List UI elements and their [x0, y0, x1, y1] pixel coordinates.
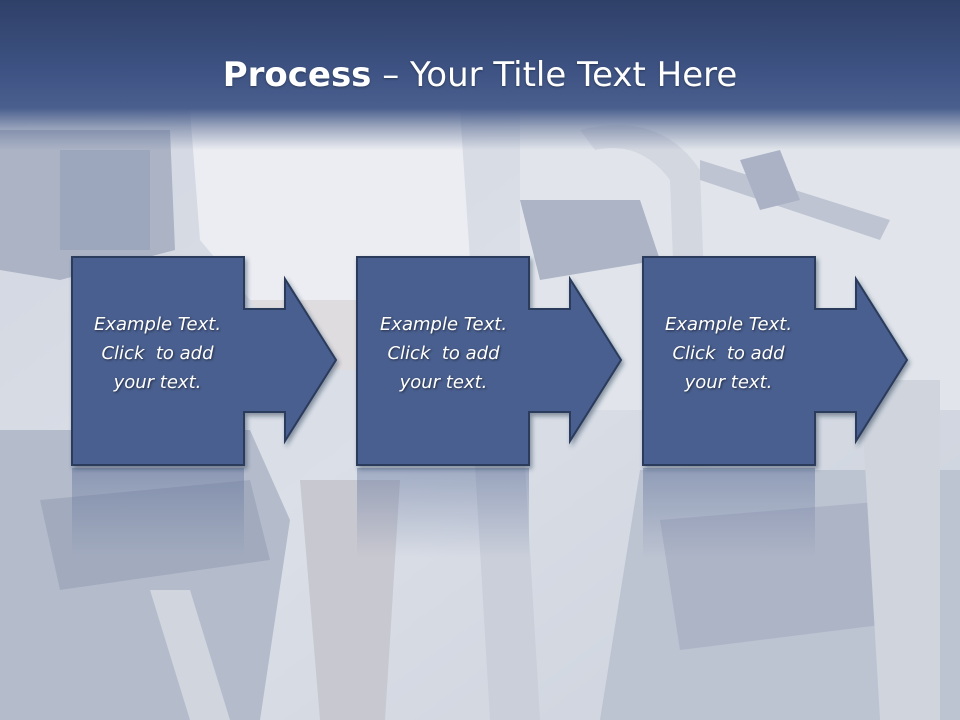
- step-1-line-1: Example Text.: [93, 314, 222, 335]
- step-2-line-1: Example Text.: [379, 314, 508, 335]
- step-3-line-3: your text.: [684, 372, 773, 393]
- step-2-line-2: Click to add: [387, 343, 500, 364]
- step-2-reflection: [357, 468, 529, 558]
- title-bar: [0, 0, 960, 150]
- step-2-shape[interactable]: [356, 256, 623, 466]
- step-3-reflection: [643, 468, 815, 558]
- step-2-text[interactable]: Example Text. Click to add your text.: [356, 310, 531, 397]
- step-2-line-3: your text.: [399, 372, 488, 393]
- step-1-line-3: your text.: [113, 372, 202, 393]
- step-1-text[interactable]: Example Text. Click to add your text.: [70, 310, 245, 397]
- title-rest: – Your Title Text Here: [371, 55, 738, 95]
- step-1-shape[interactable]: [71, 256, 338, 466]
- step-1-line-2: Click to add: [101, 343, 214, 364]
- step-3-line-1: Example Text.: [664, 314, 793, 335]
- step-1-reflection: [72, 468, 244, 558]
- title-bold: Process: [222, 55, 372, 95]
- step-3-shape[interactable]: [642, 256, 909, 466]
- step-3-line-2: Click to add: [672, 343, 785, 364]
- step-3-text[interactable]: Example Text. Click to add your text.: [641, 310, 816, 397]
- slide-title[interactable]: Process – Your Title Text Here: [0, 54, 960, 96]
